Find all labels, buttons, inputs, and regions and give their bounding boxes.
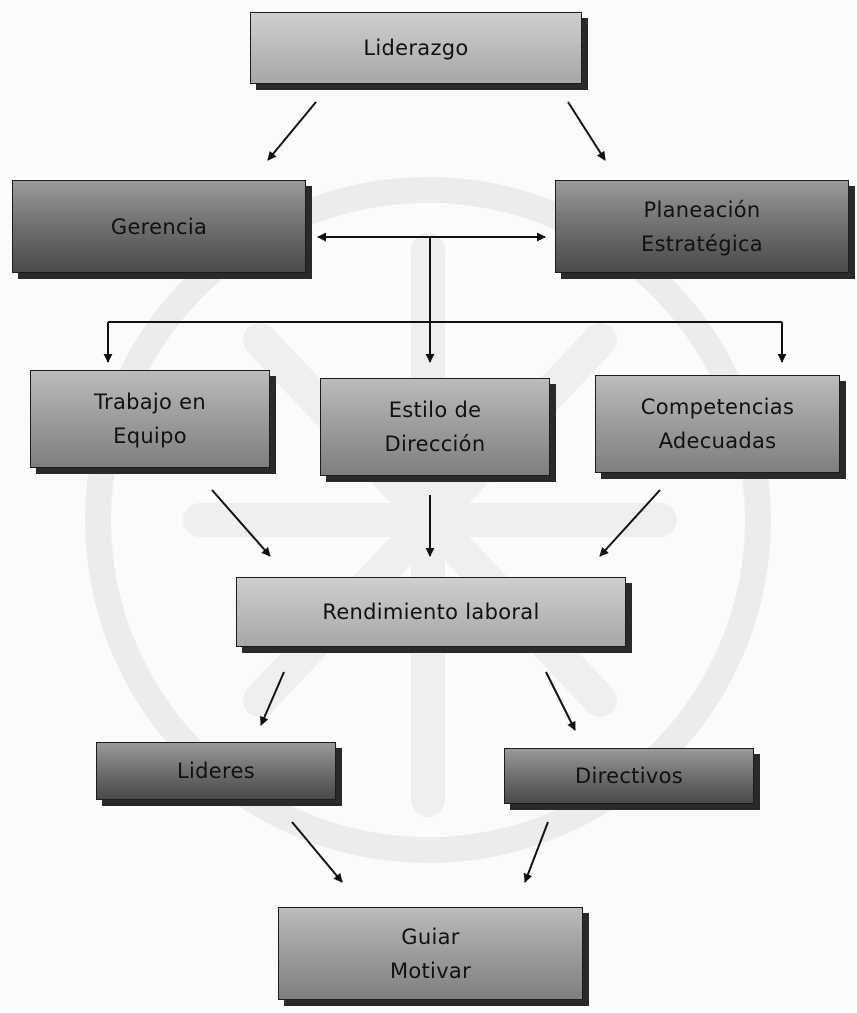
arrow-competencias-rendimiento [599, 489, 661, 557]
node-trabajo-line-1: Trabajo en [93, 390, 207, 414]
arrow-lideres-guiar [291, 821, 343, 883]
node-liderazgo: Liderazgo [250, 12, 582, 84]
arrow-rendimiento-directivos [545, 671, 576, 731]
arrow-trabajo-rendimiento [211, 489, 271, 557]
node-rendimiento-line-1: Rendimiento laboral [322, 600, 540, 624]
arrow-liderazgo-planeacion [567, 101, 606, 161]
node-lideres-line-1: Lideres [177, 759, 255, 783]
node-competencias-line-2: Adecuadas [658, 429, 777, 453]
node-gerencia-line-1: Gerencia [110, 214, 208, 239]
node-planeacion-line-2: Estratégica [641, 231, 763, 256]
node-guiar-line-2: Motivar [389, 958, 472, 983]
node-planeacion: Planeación Estratégica [555, 180, 849, 273]
node-liderazgo-line-1: Liderazgo [363, 36, 469, 60]
node-estilo-line-1: Estilo de [388, 398, 482, 422]
arrow-directivos-guiar [523, 821, 549, 883]
node-trabajo: Trabajo en Equipo [30, 370, 270, 468]
node-guiar-line-1: Guiar [401, 924, 460, 949]
node-directivos-line-1: Directivos [575, 764, 683, 788]
node-rendimiento: Rendimiento laboral [236, 577, 626, 647]
node-competencias: Competencias Adecuadas [595, 375, 840, 473]
node-gerencia: Gerencia [12, 180, 306, 273]
arrow-liderazgo-gerencia [267, 101, 317, 161]
node-trabajo-line-2: Equipo [113, 424, 187, 448]
node-estilo: Estilo de Dirección [320, 378, 550, 476]
node-guiar: Guiar Motivar [278, 907, 583, 1000]
node-planeacion-line-1: Planeación [643, 197, 761, 222]
node-directivos: Directivos [504, 748, 754, 804]
arrow-rendimiento-lideres [260, 671, 285, 726]
node-lideres: Lideres [96, 742, 336, 800]
node-competencias-line-1: Competencias [640, 395, 795, 419]
node-estilo-line-2: Dirección [384, 432, 486, 456]
